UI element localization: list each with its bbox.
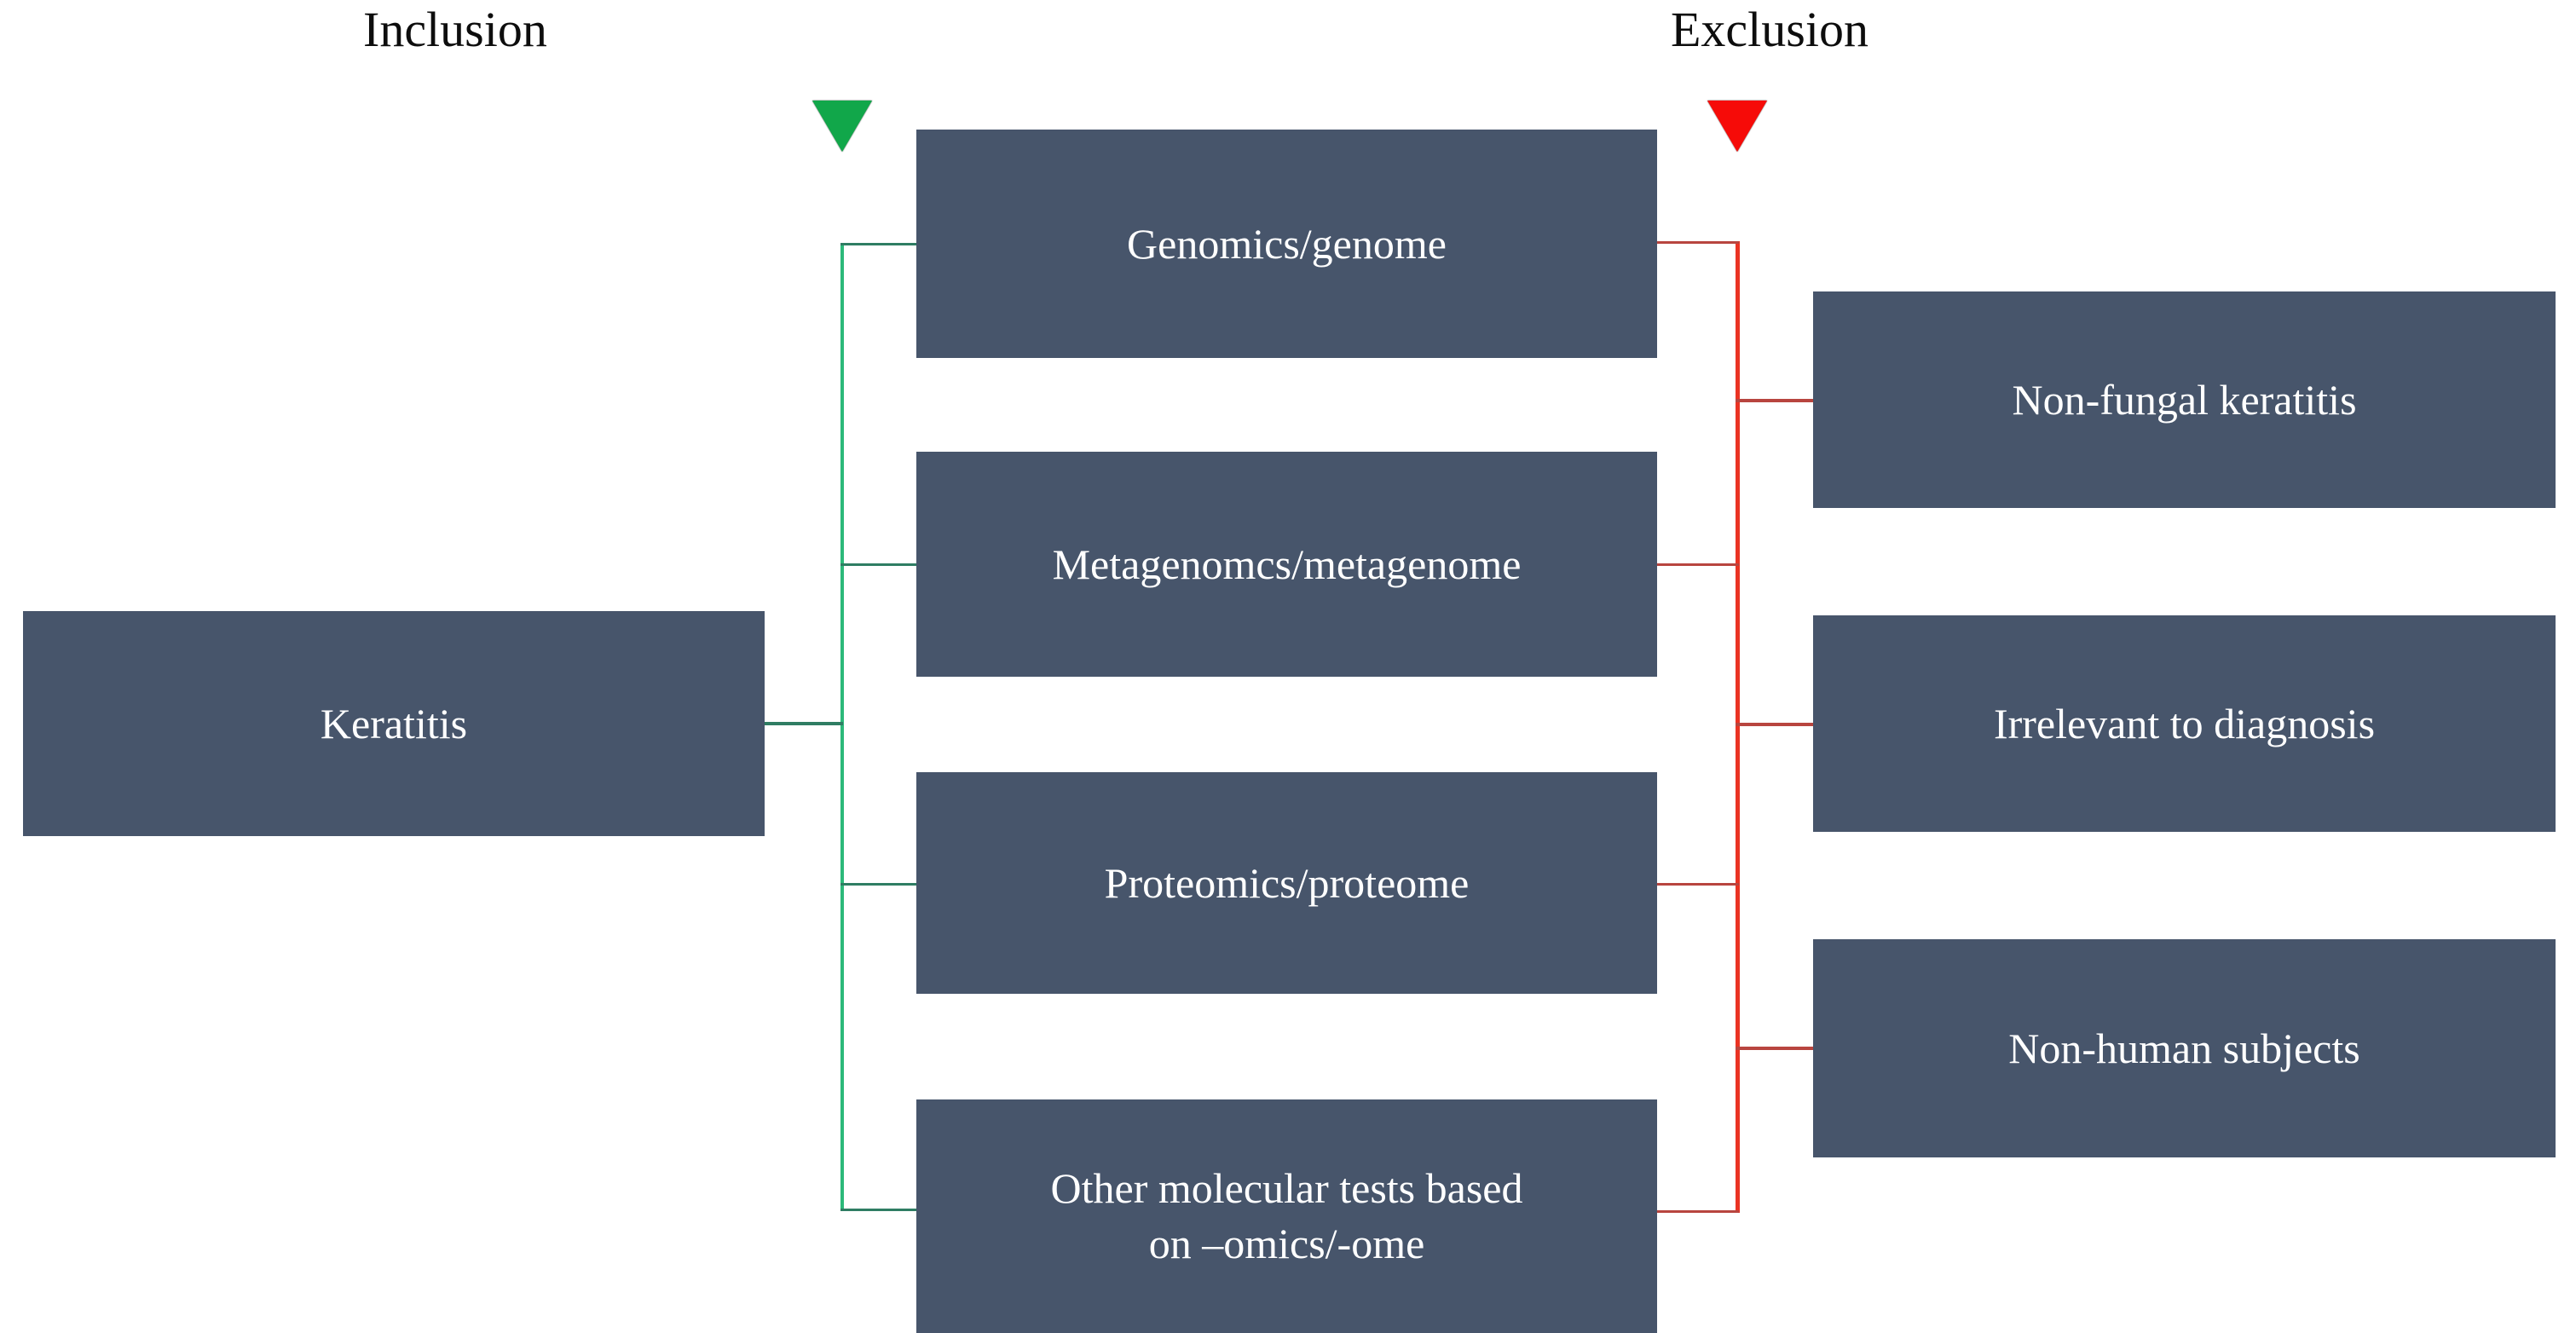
inclusion-box-label-3: Proteomics/proteome <box>1104 858 1470 907</box>
triangle-down-green-icon <box>812 101 872 152</box>
exclusion-input-line-2 <box>1657 563 1739 566</box>
exclusion-box-label-3: Non-human subjects <box>2008 1024 2360 1072</box>
inclusion-branch-line-3 <box>840 883 917 886</box>
exclusion-box-label-1: Non-fungal keratitis <box>2012 375 2357 424</box>
inclusion-branch-line-4 <box>840 1209 917 1211</box>
exclusion-box-non-fungal-keratitis[interactable]: Non-fungal keratitis <box>1813 291 2556 508</box>
triangle-down-red-icon <box>1707 101 1767 152</box>
inclusion-box-label-2: Metagenomcs/metagenome <box>1052 540 1522 588</box>
exclusion-branch-line-1 <box>1736 399 1816 402</box>
exclusion-box-label-2: Irrelevant to diagnosis <box>1993 699 2376 747</box>
inclusion-box-other-molecular-tests[interactable]: Other molecular tests based on –omics/-o… <box>916 1099 1657 1333</box>
exclusion-header: Exclusion <box>1671 2 1868 57</box>
inclusion-branch-line-1 <box>840 243 917 245</box>
inclusion-box-proteomics[interactable]: Proteomics/proteome <box>916 772 1657 994</box>
inclusion-spine-line <box>840 243 844 1211</box>
exclusion-branch-line-2 <box>1736 723 1816 726</box>
exclusion-box-irrelevant-to-diagnosis[interactable]: Irrelevant to diagnosis <box>1813 615 2556 832</box>
inclusion-branch-line-2 <box>840 563 917 566</box>
exclusion-spine-line <box>1736 241 1740 1213</box>
inclusion-box-label-4-line1: Other molecular tests based <box>1050 1164 1523 1212</box>
source-box-keratitis[interactable]: Keratitis <box>23 611 765 836</box>
inclusion-trunk-line <box>765 722 843 725</box>
inclusion-box-metagenomics[interactable]: Metagenomcs/metagenome <box>916 452 1657 677</box>
inclusion-header: Inclusion <box>363 2 547 57</box>
exclusion-input-line-1 <box>1657 241 1739 244</box>
inclusion-box-label-4-line2: on –omics/-ome <box>1148 1220 1425 1267</box>
exclusion-input-line-4 <box>1657 1210 1739 1213</box>
source-box-label: Keratitis <box>320 699 468 747</box>
exclusion-input-line-3 <box>1657 883 1739 886</box>
inclusion-box-label-1: Genomics/genome <box>1127 219 1447 268</box>
inclusion-box-genomics[interactable]: Genomics/genome <box>916 130 1657 358</box>
exclusion-box-non-human-subjects[interactable]: Non-human subjects <box>1813 939 2556 1157</box>
inclusion-box-label-4: Other molecular tests based on –omics/-o… <box>916 1161 1657 1272</box>
exclusion-branch-line-3 <box>1736 1047 1816 1050</box>
